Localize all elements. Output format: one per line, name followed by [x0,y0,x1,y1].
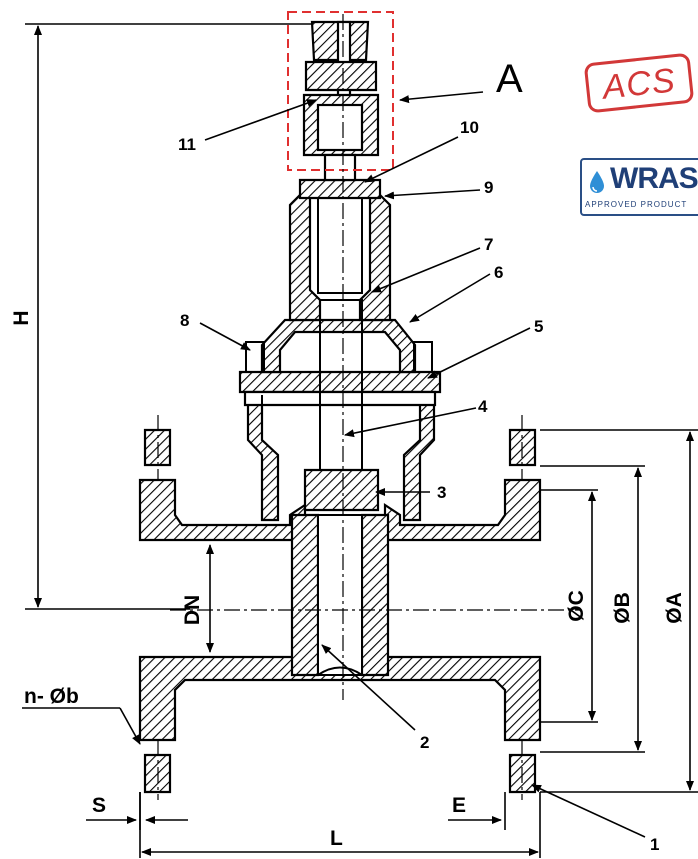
dimension-lines [22,23,698,858]
wras-certification-badge: WRAS APPROVED PRODUCT [580,158,698,216]
dim-label-e: E [452,794,466,817]
dim-label-h: H [10,310,33,325]
center-lines [157,14,580,800]
part-number-2: 2 [420,733,429,752]
wras-badge-text: WRAS [610,162,698,195]
detail-box-a [287,11,394,171]
dim-label-b: ØB [611,592,634,624]
dim-label-s: S [92,794,106,817]
part-number-7: 7 [484,235,493,254]
part-number-6: 6 [494,263,503,282]
dim-label-a: ØA [663,592,686,624]
water-drop-icon [590,171,604,193]
part-number-3: 3 [437,483,446,502]
part-leaders [199,91,646,838]
part-number-4: 4 [478,397,488,416]
view-label-a: A [496,57,523,101]
dim-label-l: L [330,827,343,850]
part-number-9: 9 [484,178,493,197]
dim-label-holes: n- Øb [24,685,79,708]
valve-body [138,178,542,794]
operating-cap [302,20,380,182]
wras-badge-subtext: APPROVED PRODUCT [585,200,688,209]
dim-label-dn: DN [181,595,204,625]
acs-badge-text: ACS [600,61,678,107]
part-number-5: 5 [534,317,543,336]
valve-outline [175,197,505,676]
part-number-10: 10 [460,118,479,137]
part-number-11: 11 [178,135,196,154]
part-number-8: 8 [180,311,189,330]
dim-label-c: ØC [565,590,588,622]
part-number-1: 1 [650,835,659,854]
